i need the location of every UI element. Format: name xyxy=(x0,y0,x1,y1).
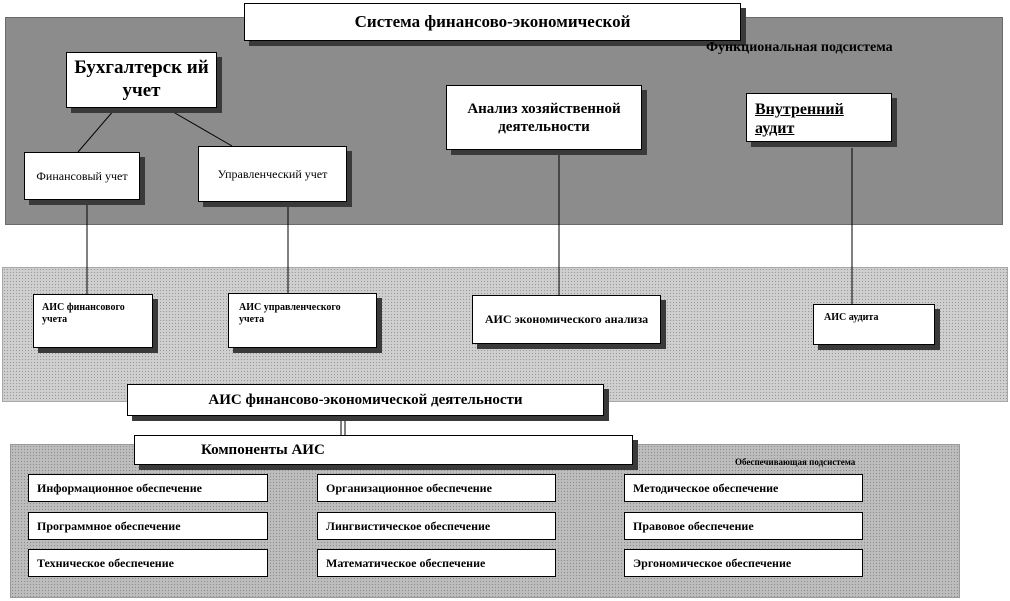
ais-management-label: АИС управленческого учета xyxy=(239,302,341,325)
functional-subsystem-label: Функциональная подсистема xyxy=(706,40,893,55)
component-label: Программное обеспечение xyxy=(37,518,181,533)
component-label: Организационное обеспечение xyxy=(326,480,492,495)
component-label: Техническое обеспечение xyxy=(37,555,174,570)
financial-accounting-box: Финансовый учет xyxy=(24,152,140,200)
component-cell: Правовое обеспечение xyxy=(624,512,863,540)
internal-audit-box: Внутренний аудит xyxy=(746,93,892,142)
ais-audit-box: АИС аудита xyxy=(813,304,935,345)
component-cell: Техническое обеспечение xyxy=(28,549,268,577)
system-title-box: Система финансово-экономической xyxy=(244,3,741,41)
component-cell: Методическое обеспечение xyxy=(624,474,863,502)
component-cell: Эргономическое обеспечение xyxy=(624,549,863,577)
component-cell: Организационное обеспечение xyxy=(317,474,556,502)
accounting-label: Бухгалтерск ий учет xyxy=(74,57,209,101)
component-label: Эргономическое обеспечение xyxy=(633,555,792,570)
ais-management-box: АИС управленческого учета xyxy=(228,293,377,348)
management-accounting-box: Управленческий учет xyxy=(198,146,347,202)
ais-main-label: АИС финансово-экономической деятельности xyxy=(208,392,523,408)
component-label: Правовое обеспечение xyxy=(633,518,754,533)
components-label: Компоненты АИС xyxy=(201,442,325,458)
accounting-box: Бухгалтерск ий учет xyxy=(66,52,217,108)
component-label: Методическое обеспечение xyxy=(633,480,779,495)
management-accounting-label: Управленческий учет xyxy=(217,166,328,181)
internal-audit-label: Внутренний аудит xyxy=(755,101,844,138)
economic-analysis-box: Анализ хозяйственной деятельности xyxy=(446,85,642,150)
ais-financial-box: АИС финансового учета xyxy=(33,294,153,348)
component-label: Математическое обеспечение xyxy=(326,555,486,570)
component-cell: Информационное обеспечение xyxy=(28,474,268,502)
system-title: Система финансово-экономической xyxy=(354,11,631,31)
economic-analysis-label: Анализ хозяйственной деятельности xyxy=(467,100,621,135)
component-label: Информационное обеспечение xyxy=(37,480,202,495)
ais-financial-label: АИС финансового учета xyxy=(42,302,125,325)
component-label: Лингвистическое обеспечение xyxy=(326,518,491,533)
ais-audit-label: АИС аудита xyxy=(824,312,879,323)
ais-economic-label: АИС экономического анализа xyxy=(484,312,649,327)
components-box: Компоненты АИС xyxy=(134,435,633,465)
ais-main-box: АИС финансово-экономической деятельности xyxy=(127,384,604,416)
support-subsystem-label: Обеспечивающая подсистема xyxy=(735,457,856,467)
component-cell: Лингвистическое обеспечение xyxy=(317,512,556,540)
financial-accounting-label: Финансовый учет xyxy=(36,168,128,183)
component-cell: Математическое обеспечение xyxy=(317,549,556,577)
ais-economic-box: АИС экономического анализа xyxy=(472,295,661,344)
component-cell: Программное обеспечение xyxy=(28,512,268,540)
